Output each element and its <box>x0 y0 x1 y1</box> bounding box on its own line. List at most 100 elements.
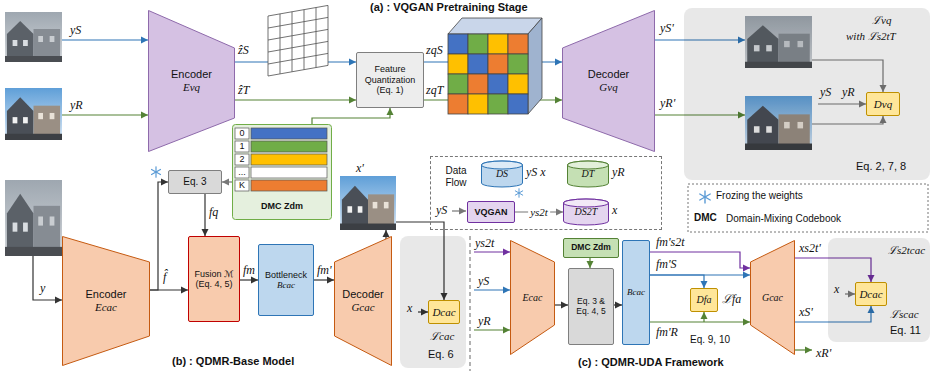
node-shape <box>482 161 523 187</box>
equation-ref: Eq. 9, 10 <box>690 334 730 346</box>
math-label: yS <box>820 86 831 100</box>
node-shape <box>235 154 249 165</box>
math-label: fm's2t <box>656 236 685 250</box>
data-flow-box: Data FlowDSDTVQGANDS2T <box>430 156 662 230</box>
legend-key: DMC <box>694 212 717 224</box>
discriminator-box: Dfa <box>690 288 718 312</box>
node-text: ℒcac <box>430 330 454 343</box>
connector <box>240 279 258 280</box>
frozen-icon <box>515 189 522 198</box>
node-shape <box>251 128 327 139</box>
panel-divider <box>470 236 471 371</box>
quantized-cube <box>488 94 508 114</box>
fusion-box: Fusion ℳ(Eq. 4, 5) <box>188 236 240 322</box>
dataset-cylinder: DT <box>567 161 609 187</box>
math-label: yS <box>478 275 489 289</box>
encoder-block: Ecac <box>510 240 555 355</box>
math-label: xR' <box>816 347 831 361</box>
quantized-cube <box>508 34 528 54</box>
quantized-cube <box>508 54 528 74</box>
node-text: DT <box>582 168 595 180</box>
node-shape <box>564 199 609 207</box>
node-text: Eq. 3 & Eq. 4, 5 <box>571 297 611 317</box>
math-label: x <box>407 302 412 316</box>
connector <box>589 258 590 268</box>
node-shape <box>251 141 327 152</box>
math-label: yS x <box>526 166 546 180</box>
panel-title: (b) : QDMR-Base Model <box>172 355 294 368</box>
quantized-cube <box>448 74 468 94</box>
math-label: yS' <box>660 22 674 36</box>
node-text: Fusion ℳ <box>194 269 233 279</box>
connector <box>650 275 704 288</box>
math-label: fq <box>209 206 218 220</box>
math-label: ẑS <box>238 44 249 58</box>
quantized-cube <box>448 18 542 114</box>
math-label: ys2t <box>475 237 494 251</box>
math-label: yR' <box>660 97 675 111</box>
math-label: x <box>834 283 839 297</box>
node-shape <box>235 167 249 178</box>
quantized-cube <box>448 94 468 114</box>
node-shape <box>251 154 327 165</box>
decoder-block: DecoderGvq <box>562 10 655 152</box>
node-text: Gcac <box>762 292 783 304</box>
legend-text: Domain-Mixing Codebook <box>726 213 841 224</box>
node-shape <box>568 161 609 187</box>
flow-arrow <box>62 39 148 40</box>
node-text: 1 <box>235 141 249 152</box>
edge-label: ys2t <box>528 206 550 218</box>
math-label: yS <box>70 24 81 38</box>
loss-panel: ℒvqwith ℒs2tTEq. 2, 7, 8Dvq <box>684 8 930 180</box>
node-text: ... <box>235 167 249 178</box>
math-label: yS <box>436 204 447 218</box>
math-label: ℒfa <box>722 293 741 307</box>
photo <box>5 180 62 256</box>
math-label: x <box>612 204 617 218</box>
node-text: with ℒs2tT <box>846 30 896 43</box>
node-shape <box>149 11 235 152</box>
math-label: yR <box>842 86 855 100</box>
quantized-cube <box>488 74 508 94</box>
flow-arrow <box>474 251 510 252</box>
node-text: Bottleneck <box>265 270 307 280</box>
math-label: ẑT <box>238 84 249 98</box>
quantized-cube <box>508 74 528 94</box>
node-shape <box>63 237 150 366</box>
node-text: Decoder <box>342 288 384 301</box>
legend-entry: Domain-Mixing Codebook <box>726 213 841 224</box>
flow-arrow <box>452 210 466 211</box>
frozen-icon <box>152 167 161 177</box>
node-text: Bcac <box>277 280 295 290</box>
math-label: fm' <box>317 264 332 278</box>
node-text: Dfa <box>697 294 712 306</box>
legend-text: Frozing the weights <box>716 190 803 201</box>
frozen-icon <box>700 191 710 203</box>
connector <box>150 182 168 290</box>
discriminator-box: Dvq <box>866 92 900 116</box>
connector <box>555 304 568 305</box>
decoder-block: DecoderGcac <box>334 236 392 366</box>
connector <box>222 181 232 182</box>
flow-arrow <box>795 349 812 350</box>
node-shape <box>563 11 655 152</box>
node-text: (Eq. 1) <box>376 85 403 95</box>
node-shape <box>251 180 327 191</box>
loss-panel: ℒs2tcacℒscacEq. 11Dcac <box>828 238 930 342</box>
panel-title: (a) : VQGAN Pretraining Stage <box>370 1 528 14</box>
node-text: VQGAN <box>474 207 507 217</box>
quantized-cube <box>488 34 508 54</box>
node-text: DMC Zdm <box>232 201 332 212</box>
photo <box>5 12 62 62</box>
quantized-cube <box>468 74 488 94</box>
quantized-cube <box>468 94 488 114</box>
node-text: Bcac <box>627 287 645 297</box>
node-text: Dcac <box>859 288 882 301</box>
node-shape <box>235 128 249 139</box>
math-label: fm'S <box>656 258 677 272</box>
equation-box: Eq. 3 & Eq. 4, 5 <box>568 268 614 345</box>
node-text: Ecac <box>95 301 117 314</box>
bottleneck-box: BottleneckBcac <box>258 244 314 316</box>
